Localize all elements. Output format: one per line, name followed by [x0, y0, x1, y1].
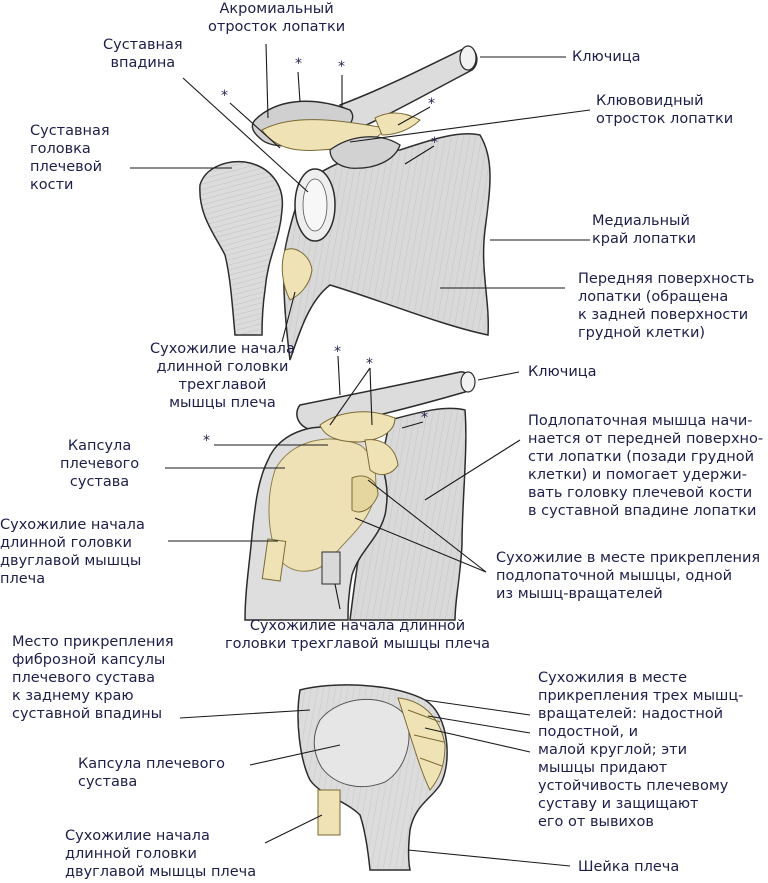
label-acromion: Акромиальный отросток лопатки: [208, 1, 346, 35]
label-anterior-surface: Передняя поверхность лопатки (обращена к…: [578, 271, 755, 341]
label-subscapularis: Подлопаточная мышца начи- нается от пере…: [528, 413, 764, 519]
star-marker: *: [338, 59, 345, 75]
triceps-origin-top: [281, 248, 313, 301]
label-glenoid: Суставная впадина: [103, 37, 183, 71]
label-rotator-tendons: Сухожилия в месте прикрепления трех мышц…: [538, 670, 744, 830]
label-subscap-tendon: Сухожилие в месте прикрепления подлопато…: [496, 550, 761, 602]
triceps-tendon-middle: [321, 551, 341, 585]
middle-view-drawing: [244, 371, 476, 621]
star-marker: *: [295, 56, 302, 72]
biceps-tendon-middle: [261, 538, 287, 582]
star-marker: *: [421, 410, 428, 426]
bottom-view-drawing: [297, 684, 448, 871]
star-marker: *: [431, 135, 438, 151]
biceps-tendon-bottom: [317, 789, 341, 836]
label-coracoid: Клювовидный отросток лопатки: [596, 93, 734, 127]
label-biceps-bottom: Сухожилие начала длинной головки двуглав…: [65, 828, 257, 880]
star-marker: *: [366, 356, 373, 372]
label-biceps-middle: Сухожилие начала длинной головки двуглав…: [0, 517, 145, 587]
label-humeral-head: Суставная головка плечевой кости: [30, 123, 110, 193]
label-capsule-attachment: Место прикрепления фиброзной капсулы пле…: [12, 634, 174, 722]
top-view-drawing: [199, 45, 491, 361]
star-marker: *: [334, 344, 341, 360]
capsule-bottom: [313, 698, 410, 788]
star-marker: *: [428, 96, 435, 112]
label-clavicle-top: Ключица: [572, 49, 641, 65]
leader-lines: [130, 43, 591, 867]
label-medial-border: Медиальный край лопатки: [592, 213, 697, 247]
label-neck: Шейка плеча: [578, 859, 680, 875]
label-triceps-top: Сухожилие начала длинной головки трехгла…: [150, 341, 295, 411]
rotator-tendons-bottom: [397, 697, 446, 791]
label-clavicle-middle: Ключица: [528, 364, 597, 380]
label-capsule-middle: Капсула плечевого сустава: [60, 438, 140, 490]
label-triceps-middle: Сухожилие начала длинной головки трехгла…: [225, 618, 491, 652]
label-capsule-bottom: Капсула плечевого сустава: [78, 756, 226, 790]
coracoid-top: [329, 136, 401, 169]
star-marker: *: [203, 433, 210, 449]
star-marker: *: [221, 88, 228, 104]
